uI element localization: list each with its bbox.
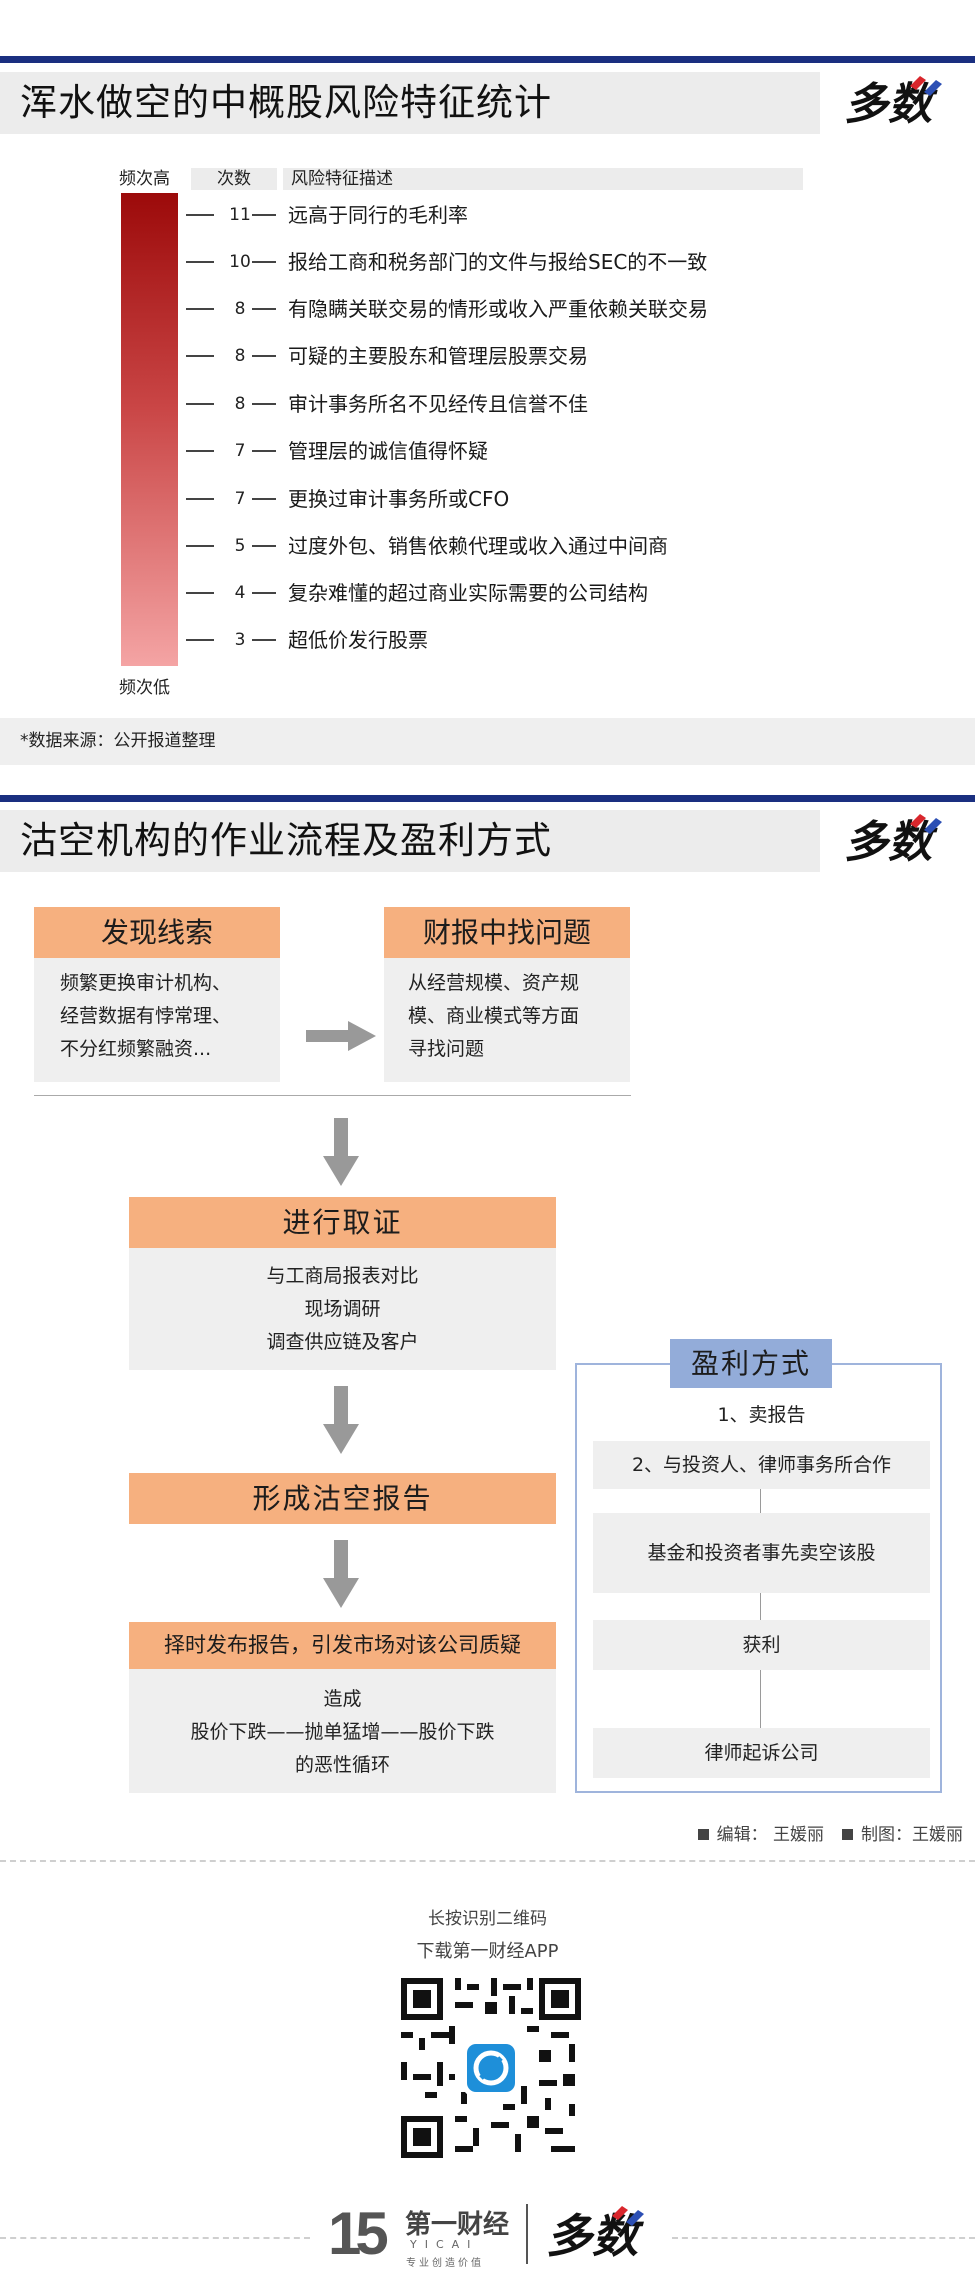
clue-box-header: 发现线索 — [34, 907, 280, 958]
qr-code[interactable] — [401, 1978, 581, 2158]
risk-count: 4 — [234, 583, 246, 603]
risk-count: 8 — [234, 299, 246, 319]
finance-line: 寻找问题 — [408, 1038, 485, 1060]
short-report-box: 形成沽空报告 — [129, 1473, 556, 1524]
risk-count: 3 — [234, 630, 246, 650]
risk-desc: 过度外包、销售依赖代理或收入通过中间商 — [288, 534, 668, 558]
risk-desc: 复杂难懂的超过商业实际需要的公司结构 — [288, 581, 648, 605]
col-header-freq-high: 频次高 — [119, 169, 170, 189]
duoshu-logo: 多数 — [844, 76, 942, 129]
profit-item-cooperate: 2、与投资人、律师事务所合作 — [593, 1441, 930, 1489]
logo-text: 多数 — [546, 2210, 644, 2262]
editor-credit: 编辑： 王媛丽 — [716, 1825, 824, 1845]
risk-desc: 超低价发行股票 — [288, 628, 428, 652]
footer-area — [0, 2237, 975, 2239]
publish-line: 的恶性循环 — [294, 1754, 390, 1776]
section1-title: 浑水做空的中概股风险特征统计 — [0, 72, 820, 134]
risk-count: 8 — [234, 394, 246, 414]
risk-count: 7 — [234, 441, 246, 461]
col-header-count: 次数 — [191, 168, 277, 190]
chart-credit: 制图：王媛丽 — [861, 1825, 963, 1845]
clue-line: 经营数据有悖常理、 — [60, 1005, 232, 1027]
connector-line — [760, 1593, 761, 1620]
duoshu-logo: 多数 — [546, 2206, 644, 2262]
profit-item-lawsuit: 律师起诉公司 — [593, 1728, 930, 1778]
finance-line: 从经营规模、资产规 — [408, 972, 580, 994]
section1-top-rule — [0, 56, 975, 63]
freq-low-label: 频次低 — [119, 678, 170, 698]
risk-desc: 可疑的主要股东和管理层股票交易 — [288, 344, 588, 368]
finance-box-header: 财报中找问题 — [384, 907, 630, 958]
evidence-line: 调查供应链及客户 — [266, 1331, 419, 1353]
credits: 编辑： 王媛丽 制图：王媛丽 — [680, 1820, 963, 1845]
clue-box-body: 频繁更换审计机构、 经营数据有悖常理、 不分红频繁融资... — [34, 958, 280, 1082]
yicai-brand-en: YICAI — [410, 2238, 479, 2251]
down-arrow-icon — [323, 1386, 359, 1454]
footer-dash-right — [672, 2237, 975, 2239]
footer-dash-left — [0, 2237, 310, 2239]
evidence-line: 现场调研 — [304, 1298, 381, 1320]
risk-count: 11 — [229, 205, 251, 225]
yicai-15-logo: 15 — [328, 2200, 389, 2267]
risk-desc: 审计事务所名不见经传且信誉不佳 — [288, 392, 588, 416]
connector-line — [760, 1489, 761, 1513]
finance-line: 模、商业模式等方面 — [408, 1005, 580, 1027]
data-source-note: *数据来源：公开报道整理 — [0, 718, 975, 765]
evidence-box-header: 进行取证 — [129, 1197, 556, 1248]
connector-line — [760, 1670, 761, 1728]
col-header-desc: 风险特征描述 — [283, 168, 803, 190]
section2-title: 沽空机构的作业流程及盈利方式 — [0, 810, 820, 872]
profit-header: 盈利方式 — [670, 1339, 832, 1388]
risk-desc: 报给工商和税务部门的文件与报给SEC的不一致 — [288, 250, 708, 274]
publish-line: 造成 — [323, 1688, 362, 1710]
frequency-gradient-bar — [121, 193, 178, 666]
down-arrow-icon — [323, 1118, 359, 1186]
risk-count: 8 — [234, 346, 246, 366]
evidence-line: 与工商局报表对比 — [266, 1265, 419, 1287]
logo-text: 多数 — [844, 80, 938, 129]
qr-instruction: 长按识别二维码 — [428, 1909, 547, 1929]
clue-line: 不分红频繁融资... — [60, 1038, 212, 1060]
risk-desc: 远高于同行的毛利率 — [288, 203, 468, 227]
profit-item-sell-report: 1、卖报告 — [717, 1404, 806, 1426]
clue-line: 频繁更换审计机构、 — [60, 972, 232, 994]
dashed-divider — [0, 1860, 975, 1862]
profit-item-short-sell: 基金和投资者事先卖空该股 — [593, 1513, 930, 1593]
publish-box-header: 择时发布报告，引发市场对该公司质疑 — [129, 1622, 556, 1669]
evidence-box-body: 与工商局报表对比 现场调研 调查供应链及客户 — [129, 1248, 556, 1370]
risk-count: 10 — [229, 252, 251, 272]
risk-desc: 更换过审计事务所或CFO — [288, 487, 510, 511]
qr-download-text: 下载第一财经APP — [416, 1941, 559, 1962]
profit-item-profit: 获利 — [593, 1620, 930, 1670]
right-arrow-icon — [306, 1021, 376, 1051]
logo-text: 多数 — [844, 818, 938, 867]
finance-box-body: 从经营规模、资产规 模、商业模式等方面 寻找问题 — [384, 958, 630, 1082]
risk-count: 7 — [234, 489, 246, 509]
publish-line: 股价下跌——抛单猛增——股价下跌 — [190, 1721, 495, 1743]
yicai-brand-cn: 第一财经 — [405, 2210, 510, 2240]
divider-line — [34, 1095, 631, 1096]
section2-top-rule — [0, 795, 975, 802]
risk-desc: 有隐瞒关联交易的情形或收入严重依赖关联交易 — [288, 297, 708, 321]
yicai-slogan: 专业创造价值 — [406, 2258, 484, 2269]
risk-desc: 管理层的诚信值得怀疑 — [288, 439, 488, 463]
duoshu-logo: 多数 — [844, 814, 942, 867]
risk-count: 5 — [234, 536, 246, 556]
down-arrow-icon — [323, 1540, 359, 1608]
publish-box-body: 造成 股价下跌——抛单猛增——股价下跌 的恶性循环 — [129, 1669, 556, 1793]
brand-separator — [526, 2204, 528, 2264]
